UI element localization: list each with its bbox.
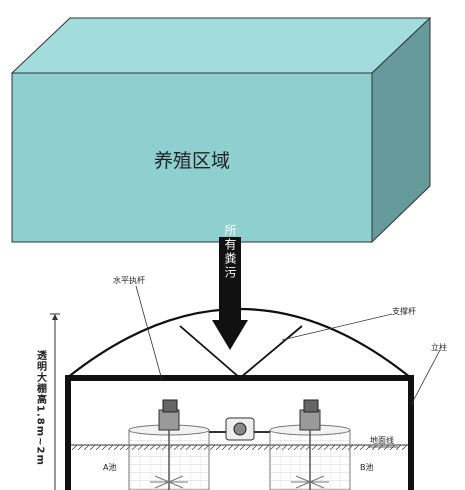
waste-flow-arrow: 所有粪污 xyxy=(212,224,248,350)
arrow-head xyxy=(212,320,248,350)
truss-left xyxy=(179,325,241,379)
horizontal-bar-label: 水平执杆 xyxy=(113,275,145,285)
height-label: 透明大棚高1.8m~2m xyxy=(35,349,47,466)
horizontal-bar-leader xyxy=(135,285,163,381)
greenhouse-frame xyxy=(65,375,414,490)
ground-line-label: 地面线 xyxy=(370,435,394,445)
pool-b xyxy=(269,399,351,490)
box-front-face xyxy=(11,72,373,243)
breeding-area-box: 养殖区域 xyxy=(10,16,432,244)
truss-right xyxy=(239,325,303,379)
box-label: 养殖区域 xyxy=(154,150,230,172)
arrow-shaft xyxy=(219,237,241,323)
support-bar-leader xyxy=(281,313,393,341)
arrow-label: 所有粪污 xyxy=(223,224,237,280)
pool-b-label: B池 xyxy=(360,462,374,472)
pool-a-label: A池 xyxy=(103,462,116,472)
pool-a xyxy=(128,399,210,490)
column-leader xyxy=(410,349,441,406)
transfer-pump xyxy=(209,417,270,441)
ground-line xyxy=(71,444,408,450)
greenhouse: 水平执杆 支撑杆 立柱 地面线 A池 B池 透明大棚高1.8m~2m xyxy=(35,275,447,490)
column-label: 立柱 xyxy=(431,342,447,352)
box-top-face xyxy=(10,17,432,74)
greenhouse-roof-arch xyxy=(66,308,412,379)
height-dimension xyxy=(50,313,60,490)
support-bar-label: 支撑杆 xyxy=(392,306,416,316)
